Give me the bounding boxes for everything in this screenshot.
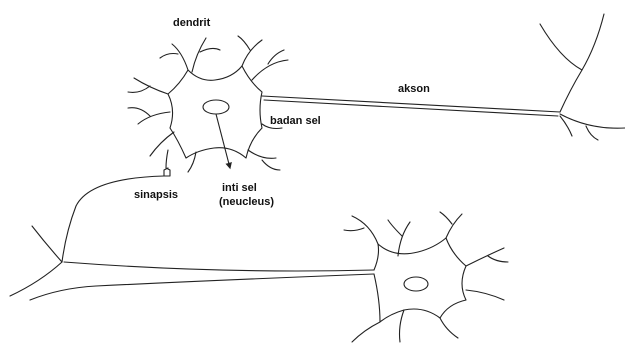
lower-dendrite <box>344 216 378 244</box>
label-dendrit: dendrit <box>173 17 211 29</box>
lower-dendrite <box>352 322 380 342</box>
lower-dendrite <box>466 290 504 300</box>
lower-neuron <box>30 212 508 342</box>
upper-nucleus <box>203 100 229 114</box>
upper-neuron <box>128 14 625 176</box>
lower-axon <box>30 274 374 300</box>
lower-dendrite <box>400 310 405 342</box>
upper-axon-terminal <box>540 24 582 70</box>
upper-dendrite <box>150 132 174 156</box>
lower-dendrite <box>440 318 458 338</box>
lower-dendrite <box>388 220 410 256</box>
lower-cell-body <box>374 238 466 322</box>
upper-cell-body <box>168 66 262 158</box>
upper-dendrite <box>128 78 168 94</box>
lower-dendrite <box>440 212 462 238</box>
upper-dendrite <box>252 50 288 80</box>
upper-dendrite <box>192 38 220 72</box>
connecting-axon-branch <box>32 226 62 262</box>
upper-dendrite <box>128 108 170 124</box>
upper-axon <box>264 100 558 116</box>
label-sinapsis: sinapsis <box>134 189 178 201</box>
connecting-axon-branch <box>10 262 62 296</box>
lower-dendrite <box>466 248 508 266</box>
nucleus-pointer-arrow <box>216 114 230 168</box>
synapse-knob <box>164 150 170 176</box>
upper-dendrite <box>248 150 280 170</box>
upper-axon-terminal <box>560 14 604 112</box>
upper-axon <box>262 96 560 112</box>
label-neucleus: (neucleus) <box>219 196 274 208</box>
upper-axon-terminal <box>560 114 625 128</box>
label-inti-sel: inti sel <box>222 182 257 194</box>
upper-dendrite <box>238 36 262 66</box>
label-badan-sel: badan sel <box>270 115 321 127</box>
upper-axon-terminal <box>586 126 598 140</box>
label-akson: akson <box>398 83 430 95</box>
lower-axon <box>64 262 374 271</box>
upper-dendrite <box>160 44 188 70</box>
lower-nucleus <box>404 277 428 291</box>
